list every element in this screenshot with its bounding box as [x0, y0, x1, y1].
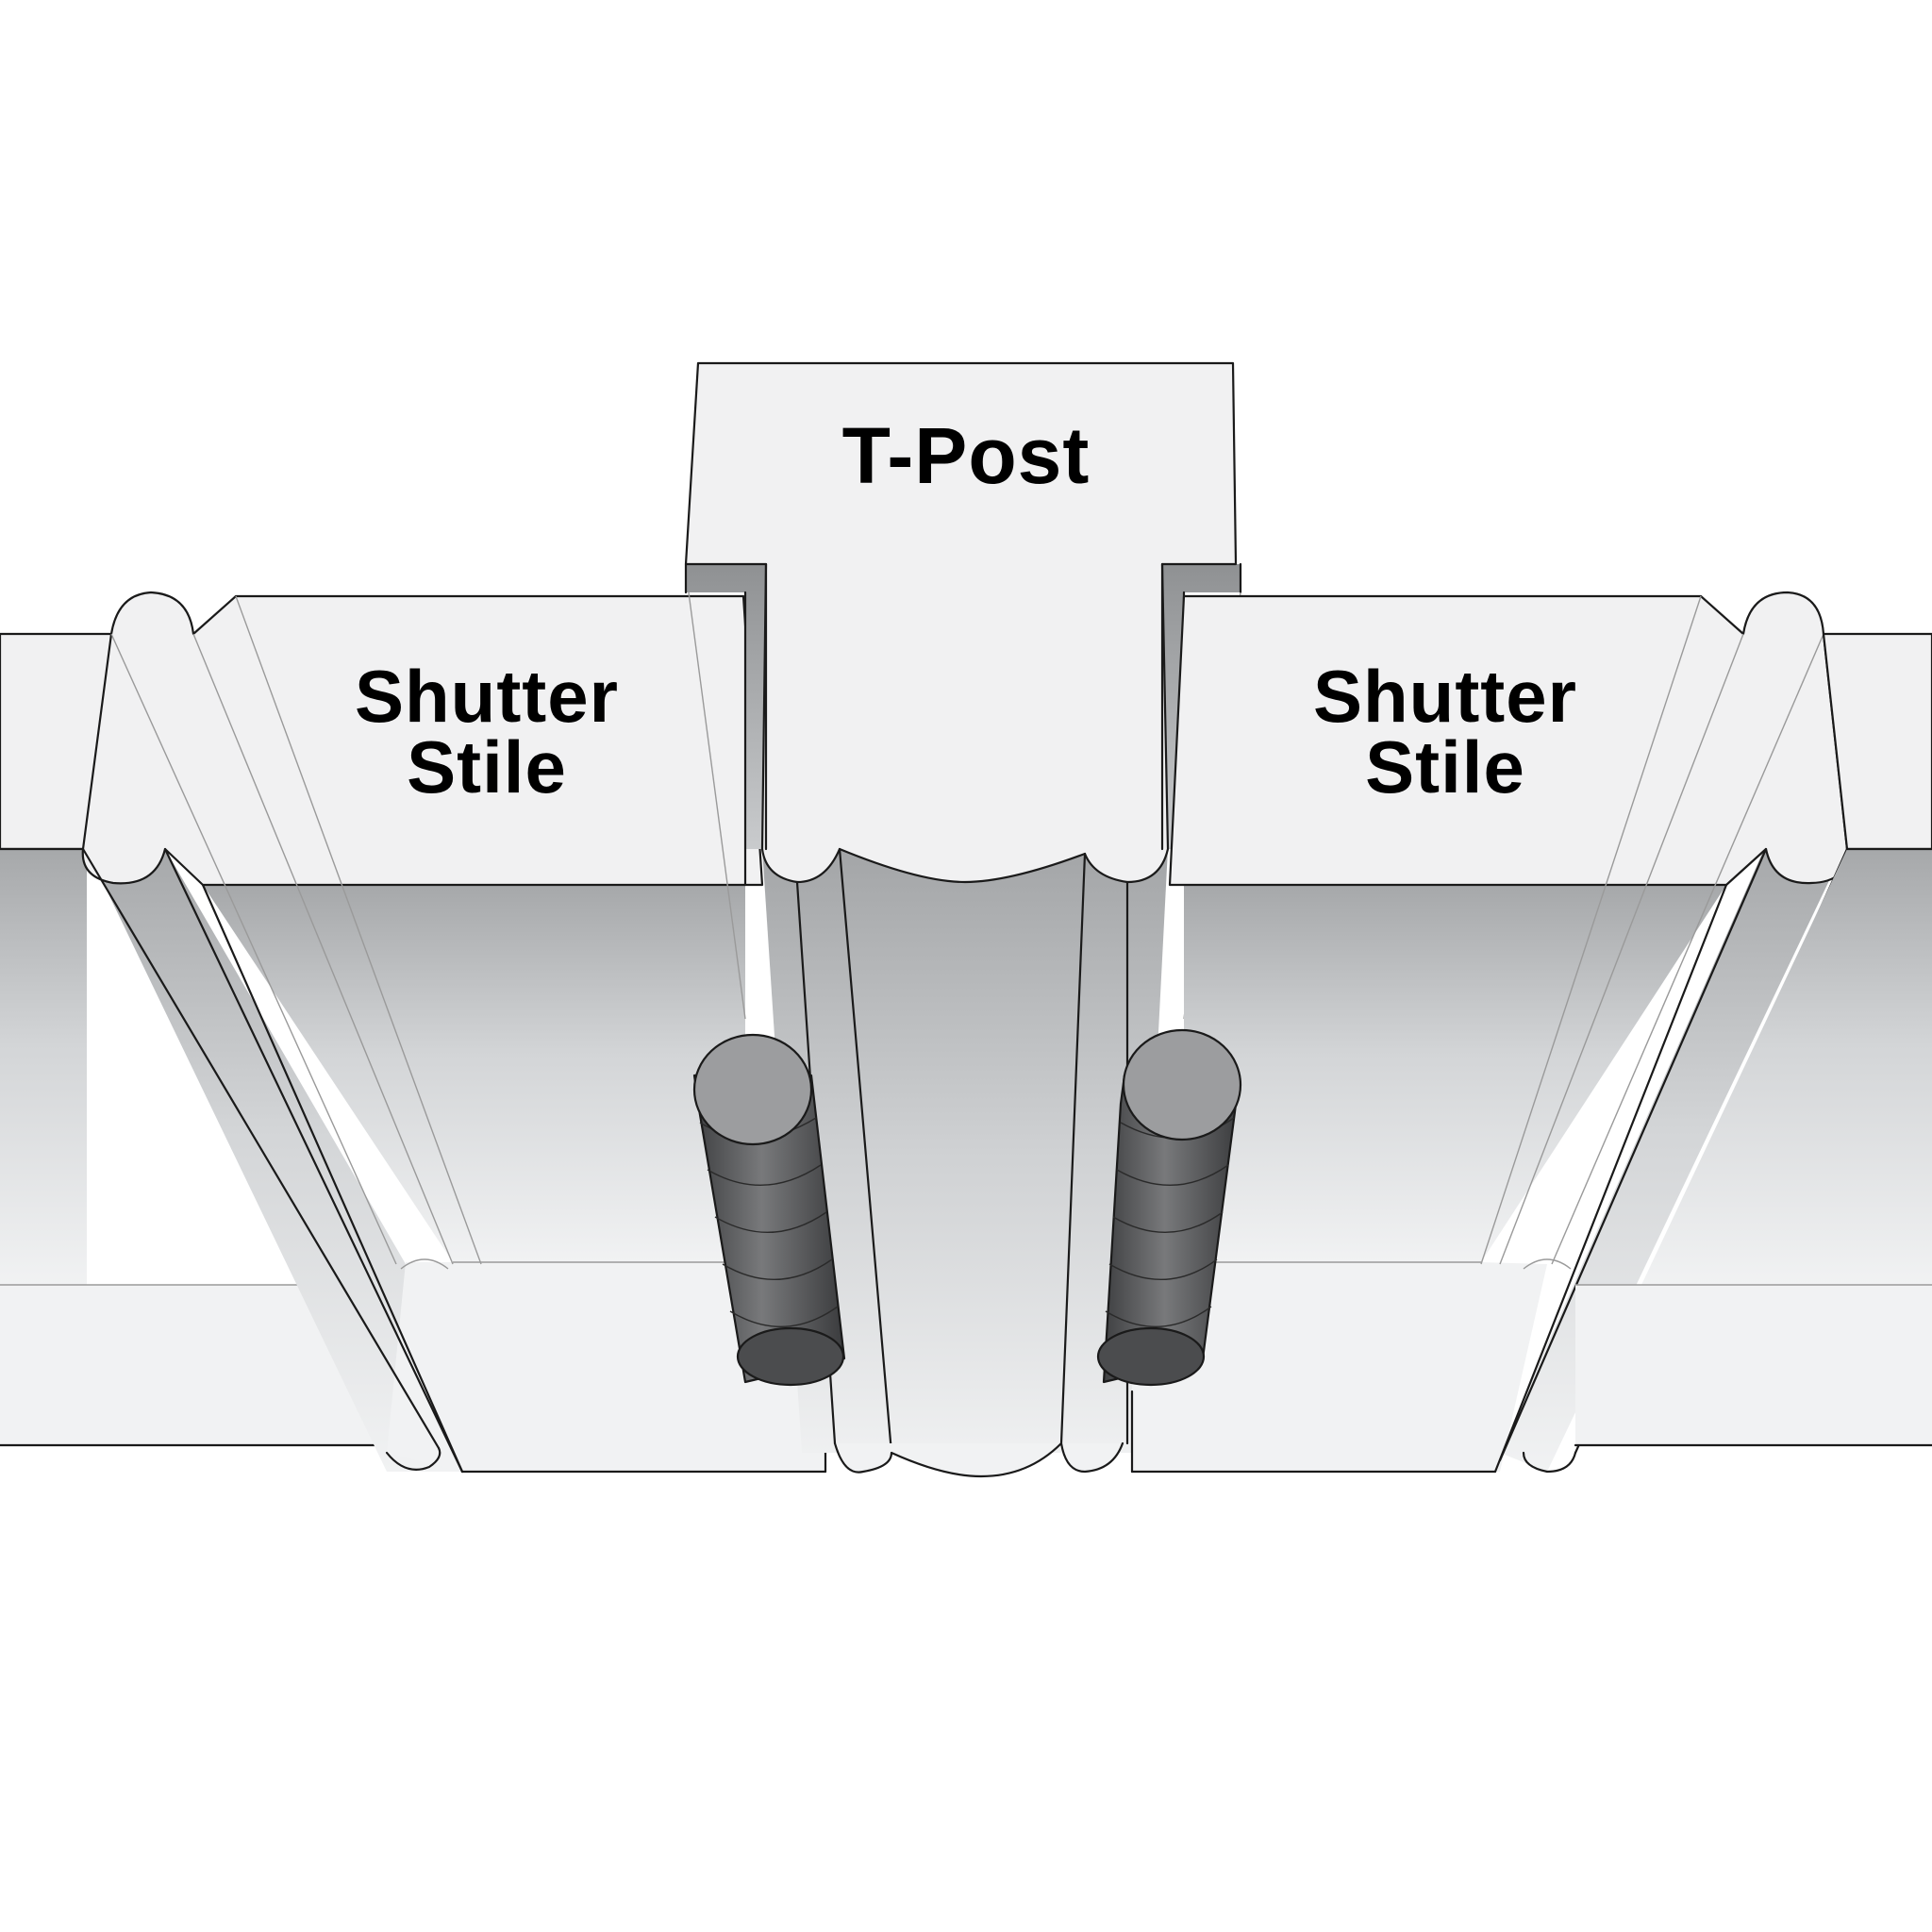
right-outer-panel: [1574, 632, 1932, 1447]
right-hinge-icon: [1096, 1028, 1242, 1387]
left-outer-panel: [0, 632, 396, 1447]
right-stile-label-line1: Shutter: [1313, 655, 1577, 738]
left-stile-label-line1: Shutter: [355, 655, 619, 738]
right-stile-label-line2: Stile: [1365, 725, 1525, 808]
left-shutter-stile: [81, 591, 827, 1474]
left-stile-label-line2: Stile: [407, 725, 567, 808]
t-post-label: T-Post: [842, 411, 1091, 500]
left-hinge-icon: [692, 1033, 846, 1387]
